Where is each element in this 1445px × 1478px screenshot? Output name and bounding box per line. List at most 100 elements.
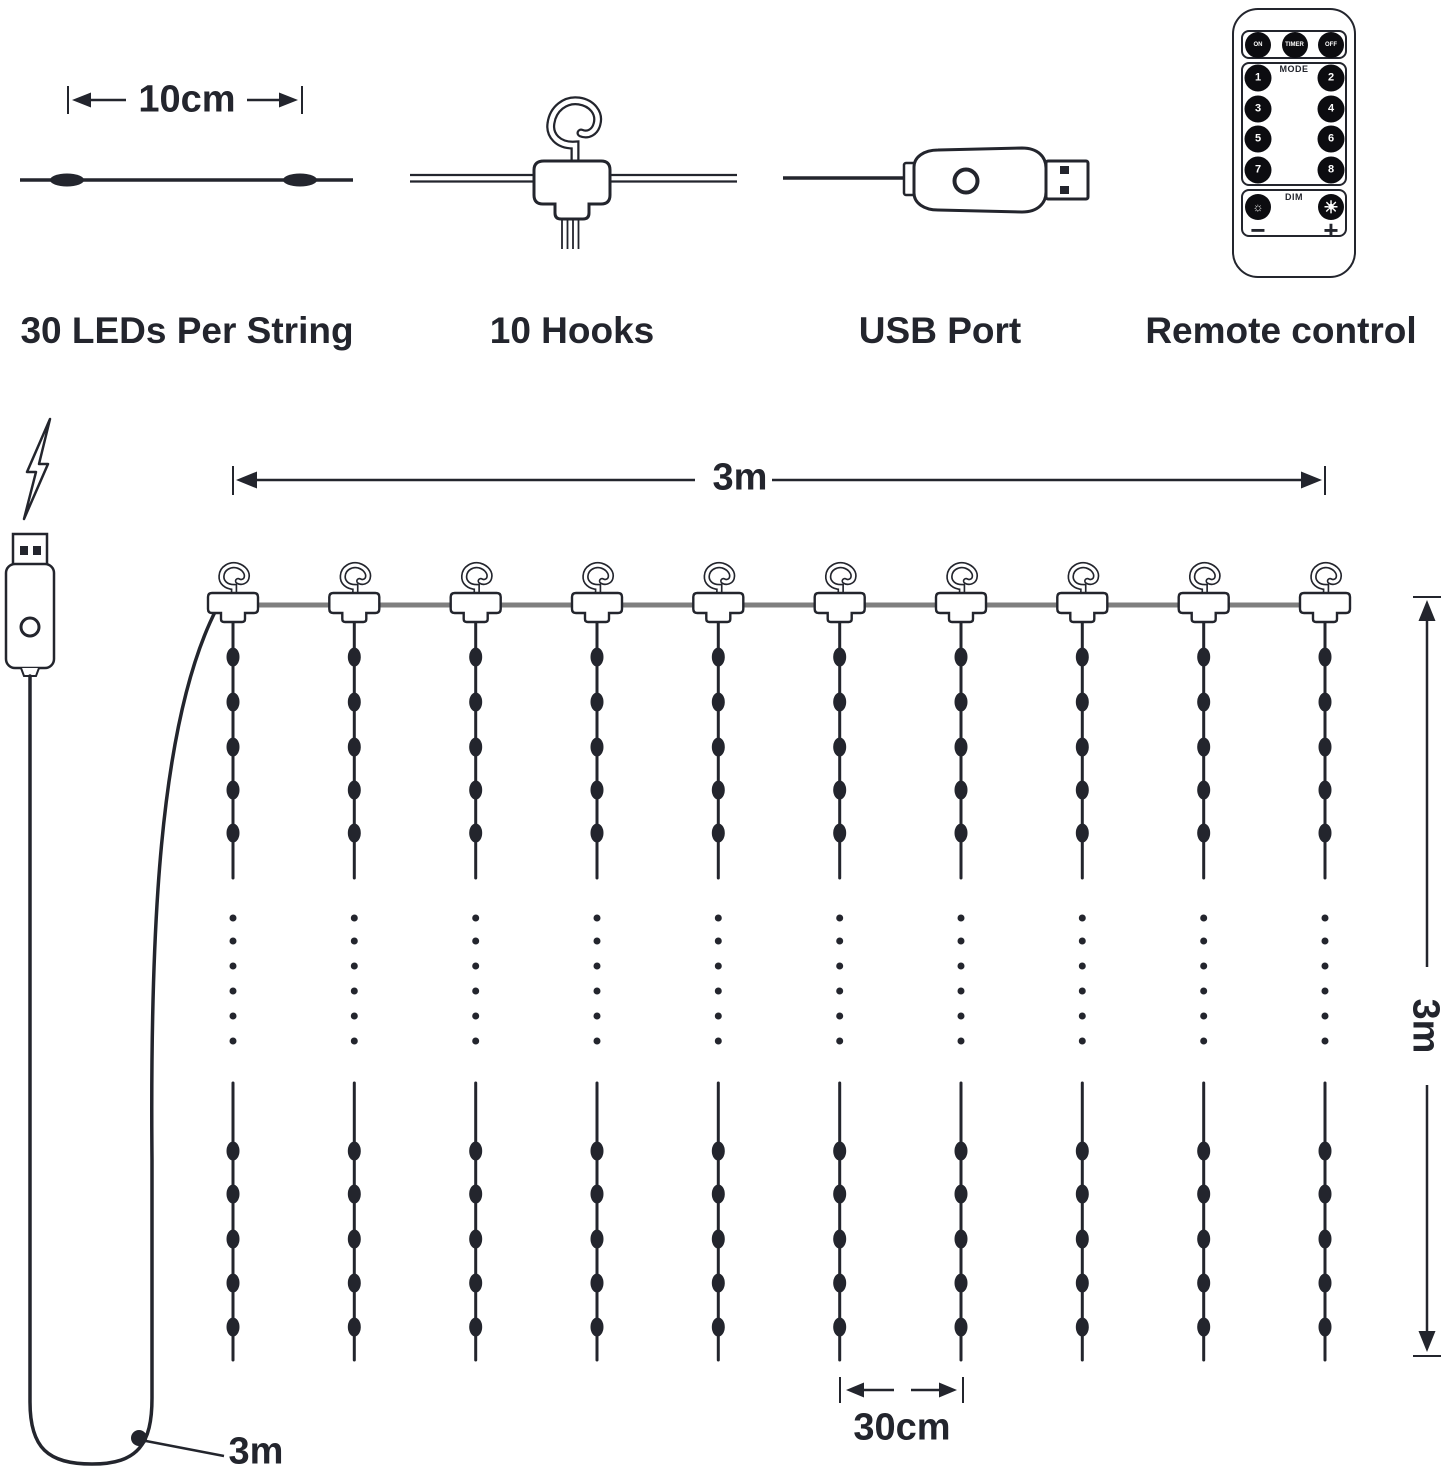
led-bead-icon	[833, 1273, 847, 1293]
remote-mode-7-button: 7	[1244, 156, 1272, 184]
lightning-icon	[22, 417, 52, 521]
led-bead-icon	[347, 780, 361, 800]
led-bead-icon	[833, 780, 847, 800]
string-continuation-dot	[350, 914, 358, 922]
led-bead-icon	[590, 823, 604, 843]
string-continuation-dot	[593, 987, 601, 995]
string-continuation-dot	[1078, 1037, 1086, 1045]
dim-label-drop: 3m	[1404, 998, 1445, 1054]
dim-label-10cm: 10cm	[138, 78, 236, 121]
led-bead-icon	[1197, 780, 1211, 800]
usb-connector-icon	[1044, 159, 1090, 201]
string-continuation-dot	[593, 1037, 601, 1045]
string-continuation-dot	[350, 987, 358, 995]
string-continuation-dot	[836, 1012, 844, 1020]
led-bead-icon	[711, 823, 725, 843]
remote-dim-label: DIM	[1285, 192, 1303, 202]
led-bead-icon	[711, 737, 725, 757]
led-bead-icon	[833, 737, 847, 757]
led-bead-icon	[833, 1141, 847, 1161]
remote-mode-2-button: 2	[1317, 64, 1345, 92]
led-bead-icon	[1075, 1141, 1089, 1161]
string-continuation-dot	[472, 1012, 480, 1020]
led-bead-icon	[469, 692, 483, 712]
dim-label-width: 3m	[712, 456, 768, 499]
curtain-string	[206, 561, 260, 1362]
hook-icon	[328, 561, 381, 624]
remote-mode-3-button: 3	[1244, 95, 1272, 122]
led-bead-icon	[469, 1141, 483, 1161]
led-bead-icon	[1318, 780, 1332, 800]
led-bead-icon	[711, 1141, 725, 1161]
hook-icon	[934, 561, 988, 624]
string-continuation-dot	[593, 962, 601, 970]
led-bead-icon	[347, 737, 361, 757]
led-bead-icon	[226, 1317, 240, 1337]
led-bead-icon	[954, 780, 968, 800]
led-bead-icon	[226, 1229, 240, 1249]
hook-icon	[570, 561, 624, 624]
led-bead-icon	[226, 823, 240, 843]
led-bead-icon	[833, 1317, 847, 1337]
led-bead-icon	[1197, 1273, 1211, 1293]
string-continuation-dot	[1200, 1037, 1208, 1045]
led-bead-icon	[1197, 1229, 1211, 1249]
string-continuation-dot	[593, 1012, 601, 1020]
string-continuation-dot	[472, 962, 480, 970]
led-bead-icon	[590, 780, 604, 800]
led-bead-icon	[954, 1317, 968, 1337]
string-continuation-dot	[1200, 962, 1208, 970]
remote-minus-label: −	[1250, 215, 1266, 245]
string-continuation-dot	[472, 914, 480, 922]
led-bead-icon	[590, 1273, 604, 1293]
led-bead-icon	[347, 692, 361, 712]
led-bead-icon	[1075, 1184, 1089, 1204]
string-continuation-dot	[836, 914, 844, 922]
curtain-string	[934, 561, 988, 1362]
usb-plug-icon	[4, 532, 56, 677]
curtain-string	[1298, 561, 1352, 1362]
remote-mode-1-button: 1	[1244, 64, 1272, 92]
hook-icon	[449, 561, 502, 624]
string-continuation-dot	[1321, 1037, 1329, 1045]
string-continuation-dot	[957, 1037, 965, 1045]
hook-icon	[813, 561, 866, 624]
feature-label-leds: 30 LEDs Per String	[20, 310, 354, 351]
led-bead-icon	[711, 647, 725, 667]
remote-mode-8-button: 8	[1317, 156, 1345, 184]
led-bead-icon	[711, 1317, 725, 1337]
feature-label-usb: USB Port	[858, 310, 1022, 351]
string-continuation-dot	[836, 987, 844, 995]
string-continuation-dot	[1078, 987, 1086, 995]
remote-mode-4-button: 4	[1317, 95, 1345, 122]
led-bead-icon	[954, 647, 968, 667]
led-bead-icon	[1075, 692, 1089, 712]
drop-dimension	[1413, 596, 1441, 1357]
led-bead-icon	[469, 780, 483, 800]
dim-label-spacing: 30cm	[853, 1406, 951, 1449]
led-bead-icon	[954, 823, 968, 843]
led-bead-icon	[1075, 1317, 1089, 1337]
led-bead-icon	[226, 647, 240, 667]
led-bead-icon	[954, 1141, 968, 1161]
string-continuation-dot	[957, 914, 965, 922]
curtain-string	[1056, 561, 1109, 1362]
curtain-string	[570, 561, 624, 1362]
led-bead-icon	[469, 1317, 483, 1337]
string-continuation-dot	[229, 987, 237, 995]
string-continuation-dot	[714, 1037, 722, 1045]
dim-label-cable-length: 3m	[228, 1430, 284, 1473]
hook-icon	[1177, 561, 1230, 624]
string-continuation-dot	[836, 937, 844, 945]
hook-icon	[1056, 561, 1109, 624]
led-bead-icon	[226, 780, 240, 800]
string-continuation-dot	[229, 914, 237, 922]
led-bead-icon	[469, 1273, 483, 1293]
string-continuation-dot	[957, 1012, 965, 1020]
string-continuation-dot	[1321, 962, 1329, 970]
string-continuation-dot	[229, 962, 237, 970]
string-continuation-dot	[1200, 914, 1208, 922]
dim-decrease-sun-icon: ☼	[1245, 194, 1271, 220]
cable-length-marker	[131, 1430, 147, 1446]
led-bead-icon	[347, 647, 361, 667]
